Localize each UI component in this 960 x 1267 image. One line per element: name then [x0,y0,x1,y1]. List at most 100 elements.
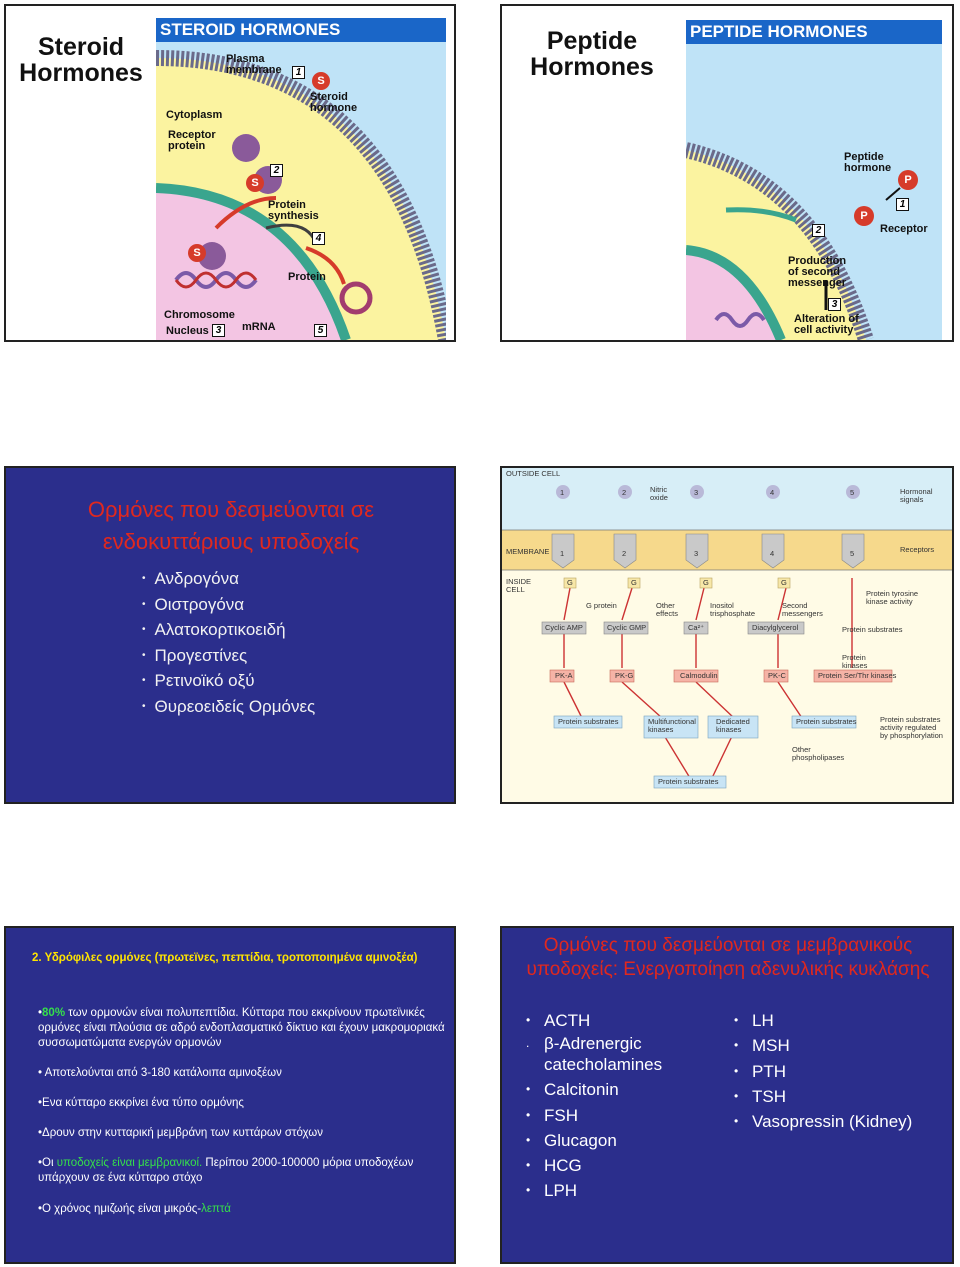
panel-title: PEPTIDE HORMONES [686,20,942,44]
hormone-list-left: ACTH β-Adrenergic catecholamines Calcito… [526,1008,674,1204]
hormone-list-right: LH MSH PTH TSH Vasopressin (Kidney) [734,1008,912,1134]
list-item: Calcitonin [526,1077,674,1102]
list-item: β-Adrenergic catecholamines [526,1033,674,1077]
slide-steroid-hormones: Steroid Hormones STEROID HORMONES Plasma… [4,4,456,342]
pkg-label: PK-G [615,672,633,680]
step-number: 3 [212,324,225,337]
receptor-number: 1 [560,489,564,497]
receptor-protein-shape [232,134,260,162]
list-item: Ανδρογόνα [142,566,315,592]
title-line: Peptide [522,28,662,54]
slide-title: Peptide Hormones [522,28,662,80]
cyclic-amp-label: Cyclic AMP [545,624,583,632]
steroid-molecule: S [188,244,206,262]
receptor-number: 5 [850,550,854,558]
slide-peptide-hormones: Peptide Hormones PEPTIDE HORMONES Peptid… [500,4,954,342]
cyclic-gmp-label: Cyclic GMP [607,624,646,632]
list-item: PTH [734,1059,912,1084]
receptor-number: 4 [770,489,774,497]
step-number: 1 [292,66,305,79]
list-item: LH [734,1008,912,1033]
list-item: MSH [734,1033,912,1058]
receptor-number: 4 [770,550,774,558]
step-number: 2 [270,164,283,177]
calmodulin-label: Calmodulin [680,672,718,680]
protein-kinases-label: Proteinkinases [842,654,867,670]
g-label: G [567,579,573,587]
receptor-number: 2 [622,550,626,558]
ser-thr-kinases-label: Protein Ser/Thr kinases [818,672,896,680]
pkc-label: PK-C [768,672,786,680]
g-label: G [631,579,637,587]
plasma-membrane-label: Plasmamembrane [226,54,282,76]
nucleus-label: Nucleus [166,326,209,337]
paragraph-receptors: •Οι υποδοχείς είναι μεμβρανικοί. Περίπου… [38,1156,448,1186]
panel-title: STEROID HORMONES [156,18,446,42]
paragraph-text: Ο χρόνος ημιζωής είναι μικρός- [42,1203,201,1215]
slide-heading: 2. Υδρόφιλες ορμόνες (πρωτεϊνες, πεπτίδι… [32,952,456,964]
list-item: Προγεστίνες [142,643,315,669]
protein-substrates-label: Protein substrates [658,778,718,786]
receptor-label: Receptor [880,224,928,235]
paragraph-polypeptides: •80% των ορμονών είναι πολυπεπτίδια. Κύτ… [38,1006,448,1051]
protein-substrates-label: Protein substrates [842,626,902,634]
step-number: 5 [314,324,327,337]
peptide-molecule: P [854,206,874,226]
paragraph-text: Ενα κύτταρο εκκρίνει ένα τύπο ορμόνης [42,1097,244,1109]
paragraph-text: των ορμονών είναι πολυπεπτίδια. Κύτταρα … [38,1007,445,1049]
nitric-oxide-label: Nitricoxide [650,486,668,502]
list-item: FSH [526,1103,674,1128]
slide-title: Ορμόνες που δεσμεύονται σε ενδοκυττάριου… [26,494,436,558]
paragraph-membrane: •Δρουν στην κυτταρική μεμβράνη των κυττά… [38,1126,448,1141]
slide-membrane-receptors: Ορμόνες που δεσμεύονται σε μεμβρανικούς … [500,926,954,1264]
title-line: Hormones [12,60,150,86]
slide-hydrophilic-hormones: 2. Υδρόφιλες ορμόνες (πρωτεϊνες, πεπτίδι… [4,926,456,1264]
step-number: 1 [896,198,909,211]
list-item: Αλατοκορτικοειδή [142,617,315,643]
list-item: ACTH [526,1008,674,1033]
list-item: HCG [526,1153,674,1178]
protein-substrates-label: Protein substrates [796,718,856,726]
calcium-label: Ca²⁺ [688,624,704,632]
list-item: Glucagon [526,1128,674,1153]
highlight-text: υποδοχείς είναι μεμβρανικοί. [57,1157,202,1169]
other-effects-label: Othereffects [656,602,678,618]
other-phospholipases-label: Otherphospholipases [792,746,844,762]
receptor-number: 5 [850,489,854,497]
highlight-text: 80% [42,1007,65,1019]
hormonal-signals-label: Hormonalsignals [900,488,933,504]
membrane-label: MEMBRANE [506,548,549,556]
paragraph-half-life: •Ο χρόνος ημιζωής είναι μικρός-λεπτά [38,1202,448,1217]
pka-label: PK-A [555,672,573,680]
steroid-molecule: S [312,72,330,90]
paragraph-amino-acids: • Αποτελούνται από 3-180 κατάλοιπα αμινο… [38,1066,448,1081]
title-line: ενδοκυττάριους υποδοχείς [26,526,436,558]
step-number: 4 [312,232,325,245]
protein-synthesis-label: Proteinsynthesis [268,200,319,222]
title-line: Steroid [12,34,150,60]
list-item: Ρετινοϊκό οξύ [142,668,315,694]
highlight-text: λεπτά [201,1203,231,1215]
list-item: LPH [526,1178,674,1203]
receptor-number: 2 [622,489,626,497]
paragraph-one-hormone: •Ενα κύτταρο εκκρίνει ένα τύπο ορμόνης [38,1096,448,1111]
g-label: G [703,579,709,587]
diacylglycerol-label: Diacylglycerol [752,624,798,632]
peptide-hormone-label: Peptidehormone [844,152,891,174]
mrna-label: mRNA [242,322,276,333]
receptor-number: 1 [560,550,564,558]
steroid-molecule: S [246,174,264,192]
